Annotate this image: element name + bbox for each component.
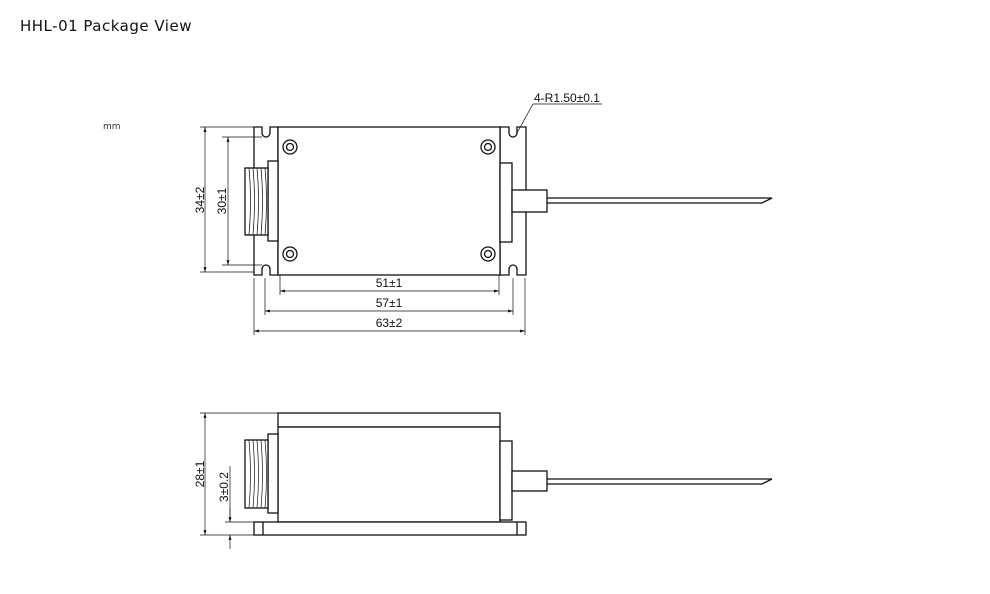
dim-30: 30±1 (215, 187, 229, 214)
side-fiber-boot (511, 470, 548, 492)
thread-lines (248, 167, 267, 236)
unit-label: mm (103, 122, 121, 132)
dim-3: 3±0.2 (217, 472, 231, 502)
fiber-boot (511, 189, 548, 213)
side-right-flange (499, 440, 513, 521)
side-body (277, 426, 501, 523)
side-left-flange (267, 433, 279, 514)
side-fiber (547, 478, 773, 485)
dim-51: 51±1 (376, 276, 403, 290)
left-flange (267, 160, 279, 242)
lid (277, 412, 501, 428)
body-outline (277, 126, 501, 276)
dimension-lines (200, 103, 602, 335)
page-title: HHL-01 Package View (20, 17, 192, 35)
mounting-hole-icons (282, 139, 496, 262)
side-base-plate (253, 521, 527, 536)
fiber (547, 197, 773, 204)
dim-28: 28±1 (193, 460, 207, 487)
side-threaded-connector (244, 439, 269, 509)
top-view: 34±2 30±1 51±1 57±1 63±2 4-R1.50±0.1 (193, 91, 773, 335)
hole-note: 4-R1.50±0.1 (534, 91, 600, 105)
dim-63: 63±2 (376, 316, 403, 330)
right-flange (499, 162, 513, 243)
side-view: 28±1 3±0.2 (193, 412, 773, 549)
base-plate-right-outline (499, 126, 527, 276)
dim-34: 34±2 (193, 186, 207, 213)
threaded-connector (244, 167, 269, 236)
dim-57: 57±1 (376, 296, 403, 310)
